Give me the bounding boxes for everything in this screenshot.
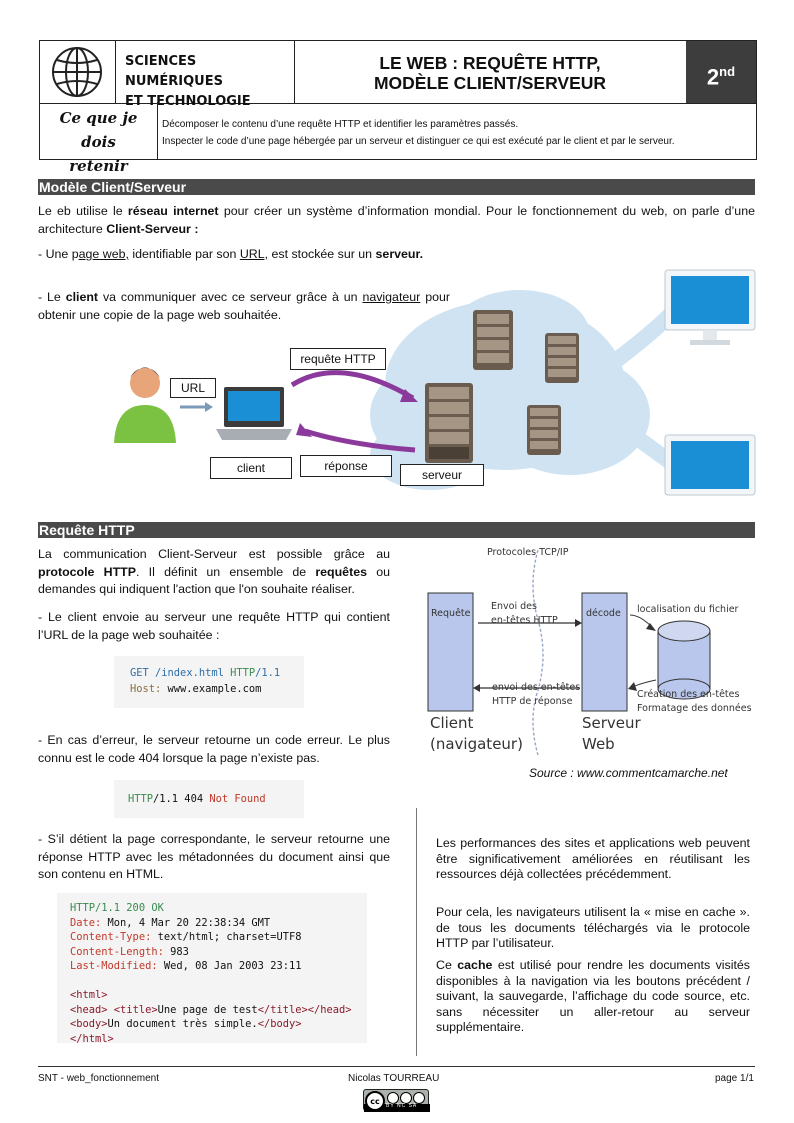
intro-paragraph: Le eb utilise le réseau internet pour cr…: [38, 204, 755, 236]
section-heading-http-request: Requête HTTP: [38, 522, 755, 538]
title-line-1: LE WEB : REQUÊTE HTTP,: [379, 53, 601, 73]
client-paragraph: - Le client va communiquer avec ce serve…: [38, 290, 450, 322]
laptop-icon: [216, 387, 292, 440]
objective-item: Décomposer le contenu d’une requête HTTP…: [162, 119, 519, 130]
level-suffix: nd: [719, 64, 736, 79]
server-rack-icon: [473, 310, 513, 370]
section-heading-client-server: Modèle Client/Serveur: [38, 179, 755, 195]
creative-commons-icon: cc: [364, 1091, 430, 1112]
database-icon: [657, 620, 711, 700]
svg-text:cc: cc: [370, 1097, 380, 1106]
page-title: LE WEB : REQUÊTE HTTP, MODÈLE CLIENT/SER…: [295, 41, 685, 103]
fig-response-label: envoi des en-têtes: [492, 682, 581, 693]
header-table: SCIENCES NUMÉRIQUES ET TECHNOLOGIE LE WE…: [39, 40, 757, 109]
footer-rule: [38, 1066, 755, 1067]
license-text: BY NC SA: [386, 1103, 418, 1109]
fig-server-label: Web: [582, 735, 615, 753]
footer-left: SNT - web_fonctionnement: [38, 1073, 159, 1084]
response-paragraph: - S’il détient la page correspondante, l…: [38, 832, 390, 881]
client-label: client: [210, 457, 292, 479]
code-error: HTTP/1.1 404 Not Found: [114, 780, 304, 818]
http-exchange-figure: [427, 549, 711, 756]
license-badge: cc BY NC SA: [363, 1089, 430, 1112]
cache-paragraph-2: Pour cela, les navigateurs utilisent la …: [436, 905, 750, 950]
column-divider: [416, 808, 417, 1056]
level-number: 2: [706, 64, 720, 90]
response-label: réponse: [300, 455, 392, 477]
objective-item: Inspecter le code d’une page hébergée pa…: [162, 136, 675, 147]
fig-envoi-label: Envoi des: [491, 601, 537, 612]
objectives-label-line-1: Ce que je dois: [59, 109, 138, 151]
subject-label: SCIENCES NUMÉRIQUES ET TECHNOLOGIE: [116, 41, 295, 109]
fig-requete-label: Requête: [431, 608, 471, 619]
figure-source: Source : www.commentcamarche.net: [529, 766, 728, 780]
footer-author: Nicolas TOURREAU: [348, 1073, 440, 1084]
footer-page: page 1/1: [715, 1073, 754, 1084]
server-rack-icon: [527, 405, 561, 455]
globe-logo: [40, 41, 116, 103]
fig-response-label: HTTP de réponse: [492, 696, 573, 707]
fig-localisation-label: localisation du fichier: [637, 604, 739, 615]
fig-formatage-label: Formatage des données: [637, 703, 752, 714]
fig-creation-label: Création des en-têtes: [637, 689, 740, 700]
error-paragraph: - En cas d’erreur, le serveur retourne u…: [38, 733, 390, 765]
server-rack-icon: [425, 383, 473, 463]
cache-paragraph-1: Les performances des sites et applicatio…: [436, 836, 750, 881]
monitor-icon: [664, 269, 756, 345]
url-label: URL: [170, 378, 216, 398]
fig-server-label: Serveur: [582, 714, 641, 732]
fig-client-label: (navigateur): [430, 735, 523, 753]
cache-paragraph-3: Ce cache est utilisé pour rendre les doc…: [436, 958, 750, 1034]
server-label: serveur: [400, 464, 484, 486]
objectives-label-line-2: retenir: [69, 157, 128, 175]
code-request: GET /index.html HTTP/1.1 Host: www.examp…: [114, 656, 304, 708]
server-rack-icon: [545, 333, 579, 383]
fig-envoi-label: en-têtes HTTP: [491, 615, 558, 626]
fig-protocols-label: Protocoles TCP/IP: [487, 547, 569, 558]
fig-decode-label: décode: [586, 608, 621, 619]
objectives-box: Ce que je dois retenir Décomposer le con…: [39, 102, 757, 175]
objectives-label: Ce que je dois retenir: [40, 102, 158, 175]
user-avatar-icon: [114, 367, 176, 443]
http-protocol-paragraph: La communication Client-Serveur est poss…: [38, 547, 390, 596]
objectives-list: Décomposer le contenu d’une requête HTTP…: [162, 116, 675, 150]
subject-line-1: SCIENCES NUMÉRIQUES: [125, 54, 223, 89]
webpage-paragraph: - Une page web, identifiable par son URL…: [38, 247, 424, 261]
code-response: HTTP/1.1 200 OK Date: Mon, 4 Mar 20 22:3…: [57, 893, 367, 1045]
level-badge: 2nd: [686, 41, 756, 103]
title-line-2: MODÈLE CLIENT/SERVEUR: [373, 73, 607, 93]
globe-icon: [52, 47, 102, 97]
subject-line-2: ET TECHNOLOGIE: [125, 94, 251, 109]
monitor-icon: [664, 434, 756, 496]
fig-client-label: Client: [430, 714, 474, 732]
request-label: requête HTTP: [290, 348, 386, 370]
client-request-paragraph: - Le client envoie au serveur une requêt…: [38, 610, 390, 642]
